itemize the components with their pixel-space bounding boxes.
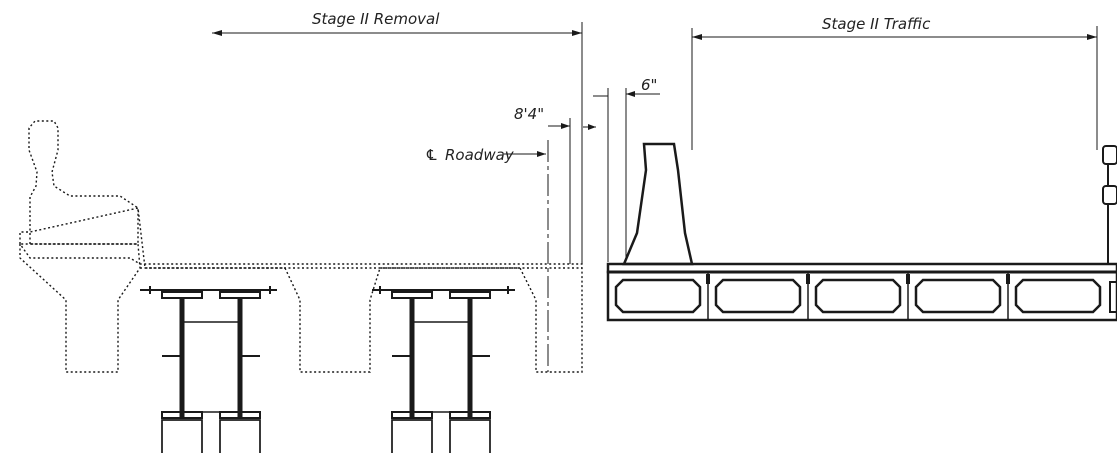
box-beam-void — [614, 278, 702, 314]
shear-key — [906, 274, 910, 284]
centerline-symbol: ℄ — [425, 146, 438, 164]
shear-key — [806, 274, 810, 284]
concrete-barrier — [622, 142, 694, 266]
traffic-dimension: Stage II Traffic — [691, 15, 1098, 150]
girder-right — [372, 286, 515, 419]
removal-dimension: Stage II Removal — [212, 10, 583, 264]
box-beam-void — [1014, 278, 1102, 314]
offset-dim-label: 8'4" — [514, 105, 544, 123]
girder-left — [140, 286, 277, 419]
pile — [391, 419, 433, 453]
stage-traffic-structure — [606, 142, 1117, 322]
gap-dim-label: 6" — [641, 76, 657, 94]
shear-key — [1006, 274, 1010, 284]
box-beam-void — [914, 278, 1002, 314]
piles — [161, 419, 491, 453]
stage-removal-label: Stage II Removal — [312, 10, 440, 28]
pile — [161, 419, 203, 453]
existing-deck-removal — [19, 120, 583, 373]
gap-dimension: 6" — [583, 76, 660, 262]
pile — [219, 419, 261, 453]
stage-traffic-label: Stage II Traffic — [822, 15, 931, 33]
box-beams — [614, 272, 1102, 320]
right-railing — [1102, 145, 1117, 313]
pile — [449, 419, 491, 453]
shear-key — [706, 274, 710, 284]
existing-parapet — [28, 120, 139, 245]
centerline-roadway: ℄ Roadway — [425, 140, 549, 372]
offset-dimension: 8'4" — [514, 105, 571, 264]
centerline-label: Roadway — [445, 146, 515, 164]
box-beam-void — [714, 278, 802, 314]
existing-deck-slab — [19, 207, 583, 373]
box-beam-void — [814, 278, 902, 314]
